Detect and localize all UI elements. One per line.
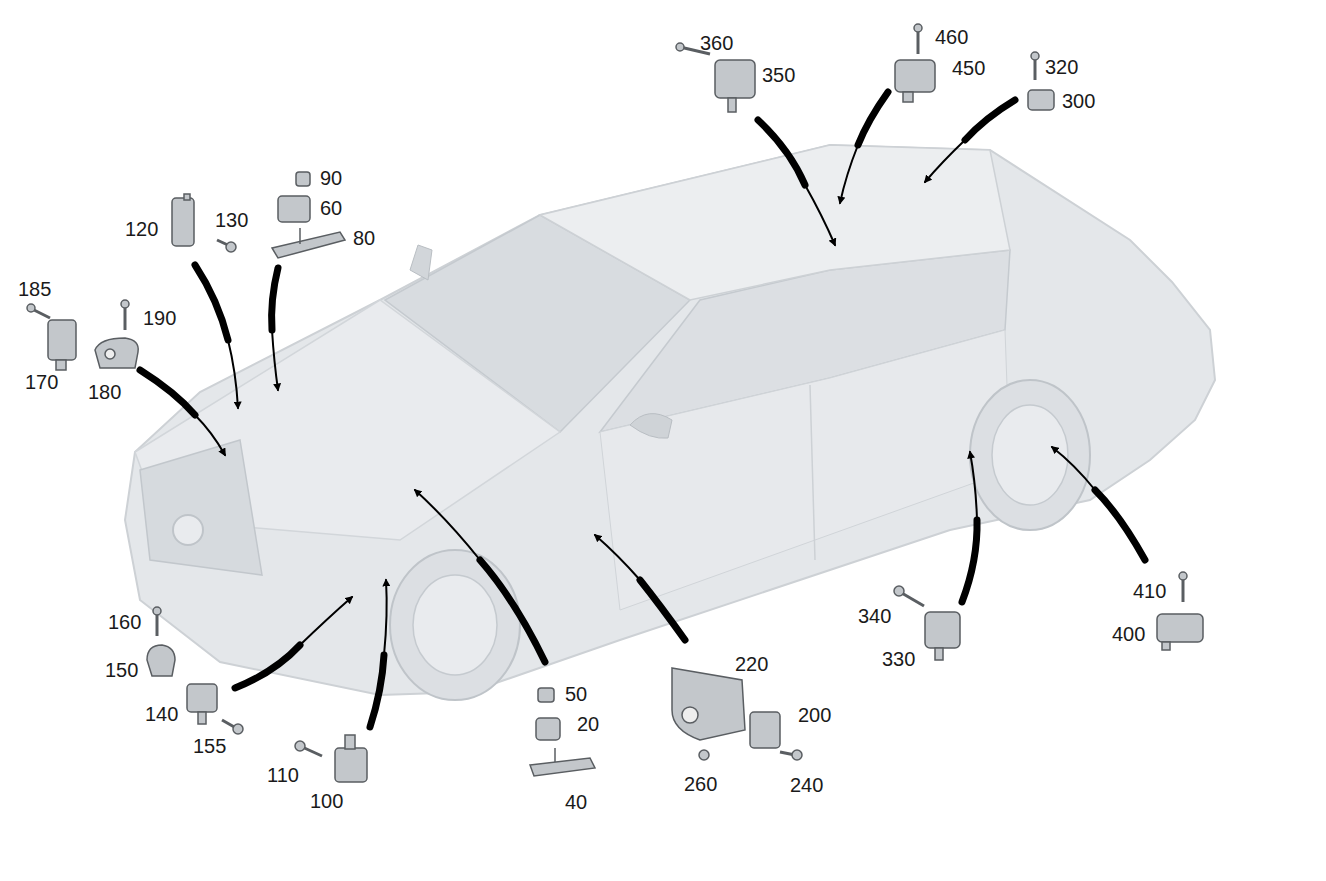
callout-number: 150 [105, 659, 138, 681]
callout-number: 450 [952, 57, 985, 79]
callout-number: 320 [1045, 56, 1078, 78]
callout-number: 90 [320, 167, 342, 189]
callout-number: 20 [577, 713, 599, 735]
callout-number: 220 [735, 653, 768, 675]
callout-number: 400 [1112, 623, 1145, 645]
callout-number: 185 [18, 278, 51, 300]
callout-number: 110 [267, 764, 299, 786]
callout-number: 140 [145, 703, 178, 725]
callout-number: 120 [125, 218, 158, 240]
callout-number: 460 [935, 26, 968, 48]
callout-number: 200 [798, 704, 831, 726]
callout-number: 60 [320, 197, 342, 219]
callout-number: 130 [215, 209, 248, 231]
leader-arrows [140, 92, 1145, 727]
callout-number: 190 [143, 307, 176, 329]
callout-number: 300 [1062, 90, 1095, 112]
callout-number: 350 [762, 64, 795, 86]
car-body [125, 145, 1215, 700]
callout-number: 410 [1133, 580, 1166, 602]
callout-number: 260 [684, 773, 717, 795]
part-icons [27, 24, 1203, 782]
callout-number: 40 [565, 791, 587, 813]
callout-number: 160 [108, 611, 141, 633]
callout-number: 240 [790, 774, 823, 796]
callout-number: 50 [565, 683, 587, 705]
callout-number: 80 [353, 227, 375, 249]
callout-number: 170 [25, 371, 58, 393]
callout-number: 100 [310, 790, 343, 812]
callout-number: 340 [858, 605, 891, 627]
callout-number: 155 [193, 735, 226, 757]
callout-number: 360 [700, 32, 733, 54]
callout-number: 180 [88, 381, 121, 403]
callout-number: 330 [882, 648, 915, 670]
